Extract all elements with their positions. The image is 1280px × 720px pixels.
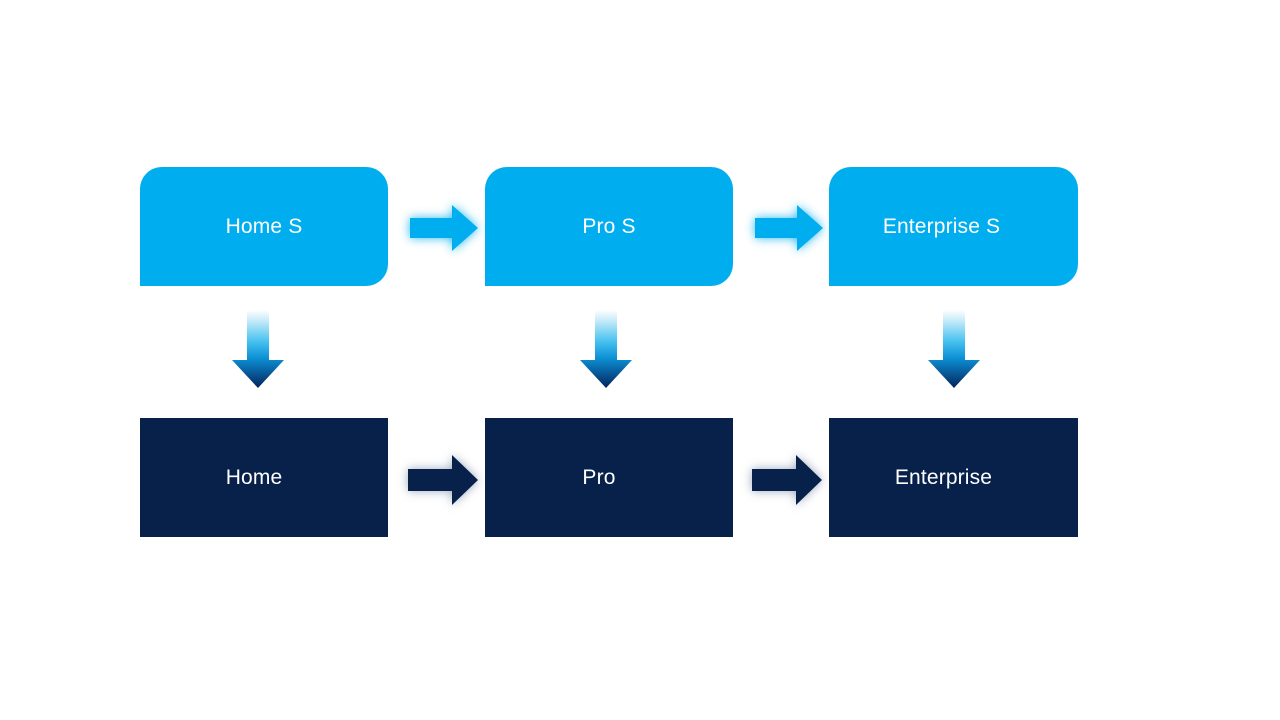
node-home[interactable]: Home: [140, 418, 388, 537]
node-pro-s[interactable]: Pro S: [485, 167, 733, 286]
node-home-s[interactable]: Home S: [140, 167, 388, 286]
node-home-label: Home: [225, 465, 283, 489]
node-enterprise-s-label: Enterprise S: [882, 214, 1001, 238]
node-enterprise[interactable]: Enterprise: [829, 418, 1078, 537]
connector-pro-to-enterprise-arrow: [752, 455, 822, 505]
connector-home-s-to-home-arrow: [232, 310, 284, 388]
node-home-s-label: Home S: [225, 214, 303, 238]
connector-home-to-pro-arrow: [408, 455, 478, 505]
connector-pro-s-to-pro-arrow: [580, 310, 632, 388]
connector-home-s-to-pro-s-arrow: [410, 205, 478, 251]
node-pro[interactable]: Pro: [485, 418, 733, 537]
connector-enterprise-s-to-enterprise-arrow: [928, 310, 980, 388]
node-pro-label: Pro: [582, 465, 616, 489]
node-enterprise-s[interactable]: Enterprise S: [829, 167, 1078, 286]
node-enterprise-label: Enterprise: [894, 465, 993, 489]
connector-pro-s-to-enterprise-s-arrow: [755, 205, 823, 251]
node-pro-s-label: Pro S: [582, 214, 636, 238]
